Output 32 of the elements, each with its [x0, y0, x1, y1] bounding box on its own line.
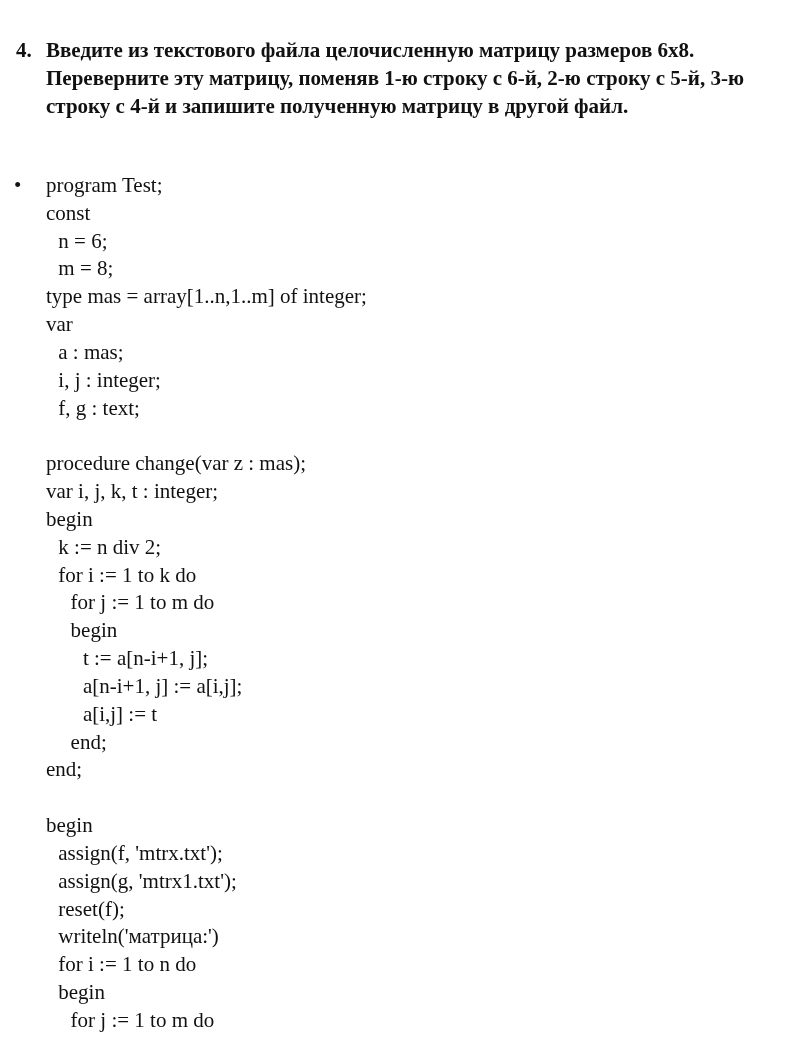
code-line: for j := 1 to m do: [70, 589, 215, 617]
code-line: k := n div 2;: [58, 533, 162, 561]
code-line: m = 8;: [58, 255, 114, 283]
code-line: a[n-i+1, j] := a[i,j];: [82, 672, 243, 700]
code-line: for j := 1 to m do: [70, 1006, 215, 1034]
code-line: reset(f);: [58, 895, 125, 923]
code-line: for i := 1 to n do: [58, 951, 197, 979]
code-line: writeln('матрица:'): [58, 923, 219, 951]
code-line: for i := 1 to k do: [58, 561, 197, 589]
code-line: assign(g, 'mtrx1.txt');: [58, 867, 237, 895]
code-line: program Test;: [46, 172, 163, 199]
code-line: var i, j, k, t : integer;: [46, 478, 219, 506]
code-line: procedure change(var z : mas);: [46, 450, 307, 478]
code-line: assign(f, 'mtrx.txt');: [58, 839, 223, 867]
code-line: begin: [46, 505, 93, 533]
code-line: f, g : text;: [58, 394, 140, 422]
question-number: 4.: [16, 37, 32, 64]
code-line: var: [46, 311, 73, 339]
bullet: •: [14, 172, 22, 199]
code-line: n = 6;: [58, 227, 108, 255]
code-line: begin: [58, 979, 105, 1007]
code-line: a : mas;: [58, 338, 124, 366]
code-line: end;: [70, 728, 107, 756]
code-line: begin: [46, 812, 93, 840]
code-line: type mas = array[1..n,1..m] of integer;: [46, 283, 367, 311]
code-line: t := a[n-i+1, j];: [82, 645, 209, 673]
code-line: begin: [70, 617, 118, 645]
task-statement: Введите из текстового файла целочисленную матрицу размеров 6x8. Переверните эту матрицу, поменяв 1-ю строку с 6-й, 2-ю строку с 5-й, 3-ю строку с 4-й и запишите полученную матрицу в другой файл.: [46, 37, 745, 120]
code-line: const: [46, 199, 91, 227]
code-line: a[i,j] := t: [82, 700, 158, 728]
code-line: end;: [46, 756, 83, 784]
code-line: i, j : integer;: [58, 366, 161, 394]
